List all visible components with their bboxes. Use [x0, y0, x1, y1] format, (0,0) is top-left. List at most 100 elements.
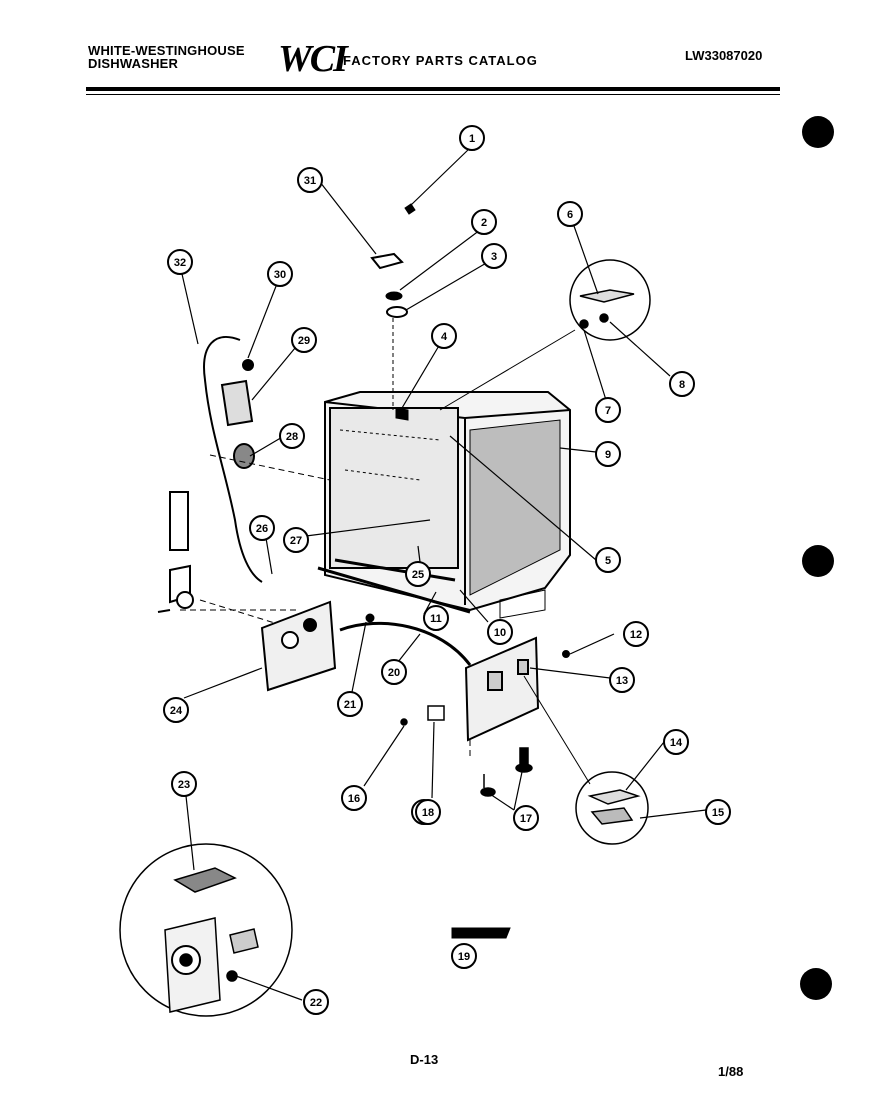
- callout-23: 23: [171, 771, 197, 797]
- callout-19: 19: [451, 943, 477, 969]
- callout-circle: [167, 249, 193, 275]
- callout-circle: [341, 785, 367, 811]
- callout-label: 27: [290, 535, 302, 547]
- switch-detail: [523, 675, 649, 845]
- callout-label: 26: [256, 523, 268, 535]
- callout-label: 31: [304, 175, 316, 187]
- callout-24: 24: [163, 697, 189, 723]
- callout-label: 8: [679, 379, 685, 391]
- small-parts: [400, 705, 533, 797]
- callout-circle: [459, 125, 485, 151]
- callout-30: 30: [267, 261, 293, 287]
- callout-circle: [609, 667, 635, 693]
- callout-label: 24: [170, 705, 183, 717]
- callout-label: 11: [430, 613, 442, 625]
- hinge-detail: [439, 259, 651, 411]
- callout-circle: [669, 371, 695, 397]
- header-rule-thin: [86, 94, 780, 95]
- callout-31: 31: [297, 167, 323, 193]
- brand-block: WHITE-WESTINGHOUSE DISHWASHER: [88, 44, 245, 70]
- callout-label: 18: [422, 807, 434, 819]
- callout-circle: [283, 527, 309, 553]
- wci-logo: WCI: [278, 38, 348, 80]
- callout-27: 27: [283, 527, 309, 553]
- leader-lines: [181, 147, 707, 1001]
- callout-label: 9: [605, 449, 611, 461]
- callout-circle: [279, 423, 305, 449]
- callout-14: 14: [663, 729, 689, 755]
- catalog-date: 1/88: [718, 1064, 744, 1079]
- callout-circle: [595, 547, 621, 573]
- fill-hose-assembly: [203, 335, 263, 583]
- callout-circle: [303, 989, 329, 1015]
- pump-plate: [260, 600, 337, 692]
- callout-18: 18: [415, 799, 441, 825]
- callout-label: 28: [286, 431, 298, 443]
- callout-circle: [297, 167, 323, 193]
- callout-circle: [663, 729, 689, 755]
- callout-circle: [451, 943, 477, 969]
- callout-label: 5: [605, 555, 611, 567]
- callout-circle: [595, 441, 621, 467]
- callout-11: 11: [423, 605, 449, 631]
- callout-circle: [405, 561, 431, 587]
- callout-label: 23: [178, 779, 190, 791]
- callout-circle: [163, 697, 189, 723]
- callout-label: 20: [388, 667, 400, 679]
- punch-hole-bottom: [800, 968, 832, 1000]
- callout-15: 15: [705, 799, 731, 825]
- callout-28: 28: [279, 423, 305, 449]
- callout-29: 29: [291, 327, 317, 353]
- callout-label: 32: [174, 257, 186, 269]
- callout-circle: [171, 771, 197, 797]
- callout-circle: [381, 659, 407, 685]
- punch-hole-top: [802, 116, 834, 148]
- header-rule: [86, 87, 780, 91]
- top-fastener-parts: [370, 203, 416, 421]
- dispenser-label-graphic: [451, 927, 511, 939]
- callout-label: 1: [469, 133, 475, 145]
- water-valve-detail: [119, 843, 293, 1017]
- callout-label: 10: [494, 627, 506, 639]
- left-bracket: [157, 491, 194, 613]
- callout-circle: [705, 799, 731, 825]
- callout-13: 13: [609, 667, 635, 693]
- callout-label: 12: [630, 629, 642, 641]
- callout-label: 17: [520, 813, 532, 825]
- callout-2: 2: [471, 209, 497, 235]
- control-panel: [464, 636, 570, 742]
- callout-circle: [513, 805, 539, 831]
- callout-circle: [249, 515, 275, 541]
- callout-label: 30: [274, 269, 286, 281]
- callout-circle: [415, 799, 441, 825]
- callout-1: 1: [459, 125, 485, 151]
- callout-label: 29: [298, 335, 310, 347]
- page-number: D-13: [410, 1052, 439, 1067]
- callout-circle: [431, 323, 457, 349]
- callout-label: 16: [348, 793, 360, 805]
- callout-9: 9: [595, 441, 621, 467]
- callout-label: 3: [491, 251, 497, 263]
- callout-32: 32: [167, 249, 193, 275]
- callout-circle: [595, 397, 621, 423]
- brand-line-2: DISHWASHER: [88, 56, 179, 71]
- callout-label: 7: [605, 405, 611, 417]
- callout-label: 25: [412, 569, 424, 581]
- callout-label: 13: [616, 675, 628, 687]
- catalog-title: FACTORY PARTS CATALOG: [343, 53, 538, 68]
- callout-16: 16: [341, 785, 367, 811]
- callout-circle: [337, 691, 363, 717]
- model-code: LW33087020: [685, 48, 763, 63]
- callout-10: 10: [487, 619, 513, 645]
- callout-circle: [423, 605, 449, 631]
- callout-label: 19: [458, 951, 470, 963]
- dishwasher-tub: [317, 391, 571, 619]
- callout-circle: [291, 327, 317, 353]
- callout-label: 2: [481, 217, 487, 229]
- callout-label: 21: [344, 699, 356, 711]
- punch-hole-middle: [802, 545, 834, 577]
- callout-17: 17: [513, 805, 539, 831]
- callout-21: 21: [337, 691, 363, 717]
- callout-4: 4: [431, 323, 457, 349]
